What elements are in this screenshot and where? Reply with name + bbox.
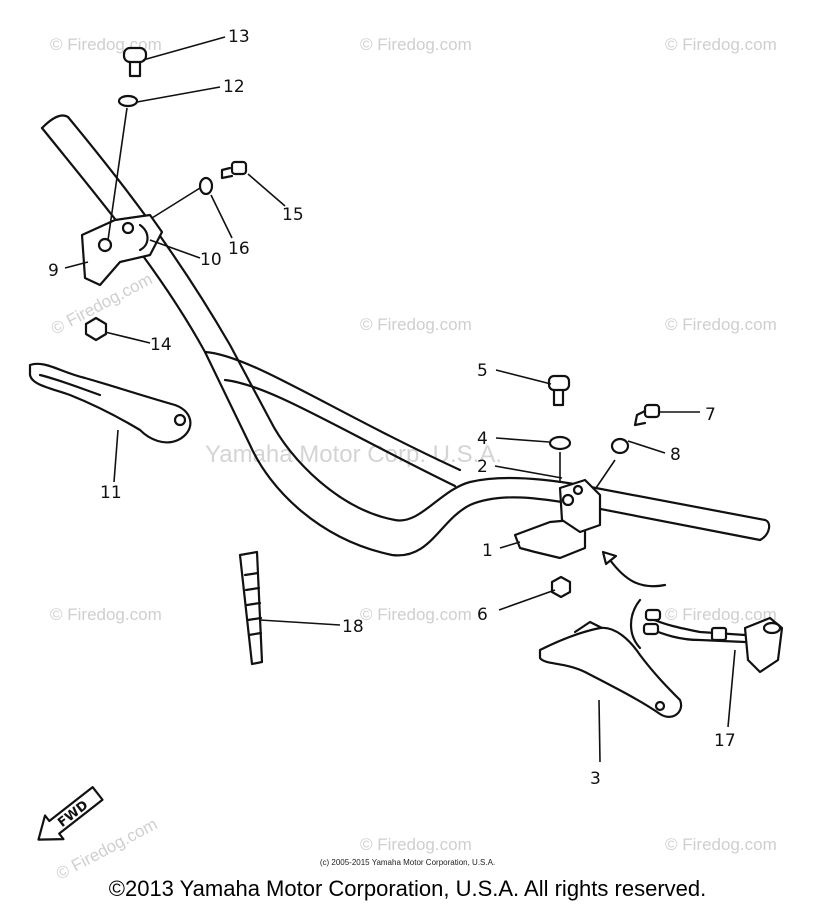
watermark: © Firedog.com — [360, 35, 472, 54]
callout-9: 9 — [48, 261, 59, 281]
callout-13: 13 — [228, 27, 250, 47]
callout-14: 14 — [150, 335, 172, 355]
lever-left — [28, 362, 192, 444]
watermark: © Firedog.com — [360, 315, 472, 334]
callout-3: 3 — [590, 769, 601, 789]
bolt-15 — [220, 160, 248, 180]
nut-14 — [84, 316, 108, 342]
callout-labels: 13 12 15 16 10 9 14 11 5 7 4 8 2 1 6 18 … — [48, 27, 736, 789]
callout-5: 5 — [477, 361, 488, 381]
watermark: © Firedog.com — [665, 605, 777, 624]
callout-11: 11 — [100, 483, 122, 503]
callout-18: 18 — [342, 617, 364, 637]
watermark: © Firedog.com — [360, 605, 472, 624]
switch-17 — [642, 608, 784, 674]
watermark: © Firedog.com — [665, 315, 777, 334]
bolt-7 — [633, 403, 661, 427]
main-copyright: ©2013 Yamaha Motor Corporation, U.S.A. A… — [108, 876, 707, 901]
bolt-5 — [547, 374, 571, 407]
watermark: © Firedog.com — [665, 35, 777, 54]
small-copyright: (c) 2005-2015 Yamaha Motor Corporation, … — [319, 858, 496, 867]
watermark: © Firedog.com — [665, 835, 777, 854]
callout-2: 2 — [477, 457, 488, 477]
holder-left — [80, 213, 164, 287]
leader-lines — [64, 36, 736, 763]
holder-right — [513, 478, 602, 560]
callout-4: 4 — [477, 429, 488, 449]
cable-tie-18 — [238, 550, 264, 666]
callout-17: 17 — [714, 731, 736, 751]
bolt-13 — [122, 46, 148, 78]
callout-1: 1 — [482, 541, 493, 561]
callout-12: 12 — [223, 77, 245, 97]
washer-12 — [117, 94, 139, 108]
fwd-arrow: FWD — [37, 786, 104, 841]
washer-4 — [548, 435, 572, 451]
callout-16: 16 — [228, 239, 250, 259]
watermark: © Firedog.com — [360, 835, 472, 854]
install-arrow — [601, 550, 667, 650]
watermark-layer: © Firedog.com © Firedog.com © Firedog.co… — [48, 35, 777, 884]
callout-6: 6 — [477, 605, 488, 625]
lever-right — [538, 620, 683, 718]
watermark: © Firedog.com — [50, 605, 162, 624]
callout-10: 10 — [200, 250, 222, 270]
nut-16 — [198, 176, 214, 196]
nut-8 — [610, 437, 630, 455]
callout-7: 7 — [705, 405, 716, 425]
nut-6 — [550, 575, 572, 599]
callout-15: 15 — [282, 205, 304, 225]
callout-8: 8 — [670, 445, 681, 465]
